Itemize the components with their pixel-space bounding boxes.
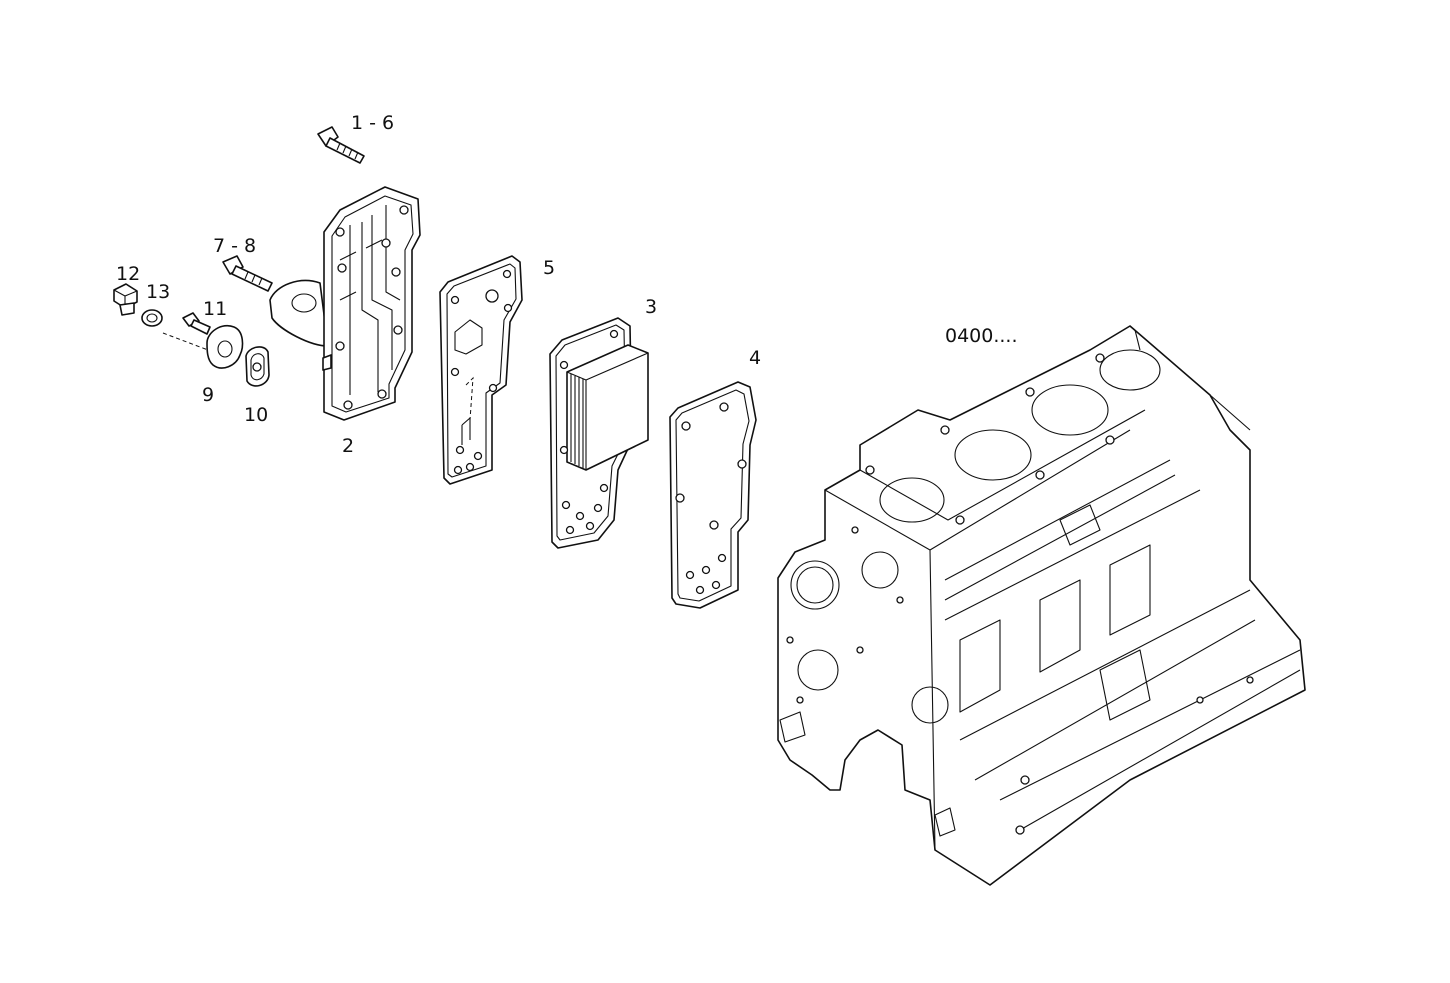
- gasket-4: [669, 381, 757, 609]
- callout-2: 2: [342, 435, 355, 457]
- engine-block: [777, 325, 1306, 886]
- bolt-1-6: [317, 126, 365, 164]
- gasket-10: [245, 346, 270, 387]
- callout-1-6: 1 - 6: [351, 112, 395, 134]
- gasket-5: [439, 255, 523, 485]
- flange-9: [206, 325, 244, 369]
- screw-11: [162, 312, 211, 351]
- callout-4: 4: [749, 347, 762, 369]
- callout-10: 10: [244, 404, 269, 426]
- bolt-7-8: [222, 255, 273, 292]
- callout-11: 11: [203, 298, 228, 320]
- support-housing-2: [269, 186, 421, 421]
- callout-7-8: 7 - 8: [213, 235, 257, 257]
- heat-exchanger-3: [549, 317, 649, 549]
- callout-12: 12: [116, 263, 141, 285]
- plug-12: [113, 283, 138, 316]
- reference-group-label: 0400....: [945, 325, 1018, 347]
- callout-5: 5: [543, 257, 556, 279]
- washer-13: [141, 309, 163, 327]
- callout-9: 9: [202, 384, 215, 406]
- callout-13: 13: [146, 281, 171, 303]
- callout-3: 3: [645, 296, 658, 318]
